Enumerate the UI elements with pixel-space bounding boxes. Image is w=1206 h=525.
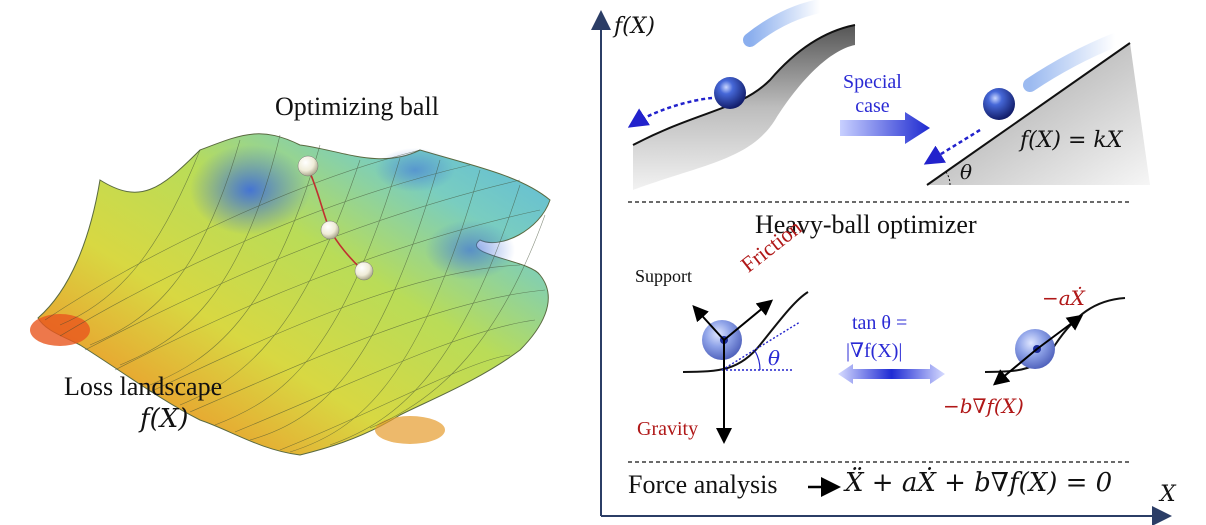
curved-slope [627, 0, 856, 190]
equation-of-motion: Ẍ + aẊ + b∇f(X) = 0 [845, 468, 1113, 498]
gravity-label: Gravity [637, 418, 699, 440]
gradient-force-label: −b∇f(X) [943, 394, 1024, 418]
slope-angle-label: θ [960, 160, 973, 184]
axes [591, 10, 1172, 525]
force-angle-label: θ [768, 346, 781, 370]
damping-arrow [1036, 314, 1084, 350]
loss-function-label: f(X) [140, 404, 189, 434]
optimizing-ball-trajectory [297, 155, 374, 281]
y-axis-label: f(X) [614, 14, 655, 39]
loss-landscape-label: Loss landscape [64, 372, 223, 401]
damping-label: −aẊ [1042, 286, 1085, 310]
gradient-norm-label: |∇f(X)| [846, 340, 903, 362]
force-analysis-label: Force analysis [628, 470, 778, 499]
optimizing-ball [354, 261, 374, 281]
heavy-ball-title: Heavy-ball optimizer [755, 210, 977, 239]
special-case-arrow [840, 112, 930, 144]
linear-equation: f(X) = kX [1020, 128, 1123, 153]
equivalence-arrow [838, 364, 945, 384]
optimizing-ball [320, 220, 340, 240]
ball-icon [714, 77, 746, 109]
tan-theta-label: tan θ = [852, 312, 908, 334]
special-case-label: Special case [843, 71, 902, 117]
ball-icon [983, 88, 1015, 120]
optimizing-ball [297, 155, 319, 177]
loss-landscape-surface [30, 133, 551, 456]
force-diagram-left [682, 291, 809, 444]
friction-arrow [723, 299, 774, 341]
force-diagram-right [984, 297, 1126, 386]
linear-slope [923, 33, 1150, 186]
support-label: Support [635, 266, 693, 286]
gradient-arrow [992, 348, 1038, 386]
optimizing-ball-label: Optimizing ball [275, 92, 439, 121]
angle-arc [945, 171, 951, 186]
support-arrow [692, 305, 725, 341]
x-axis-label: X [1160, 482, 1176, 507]
